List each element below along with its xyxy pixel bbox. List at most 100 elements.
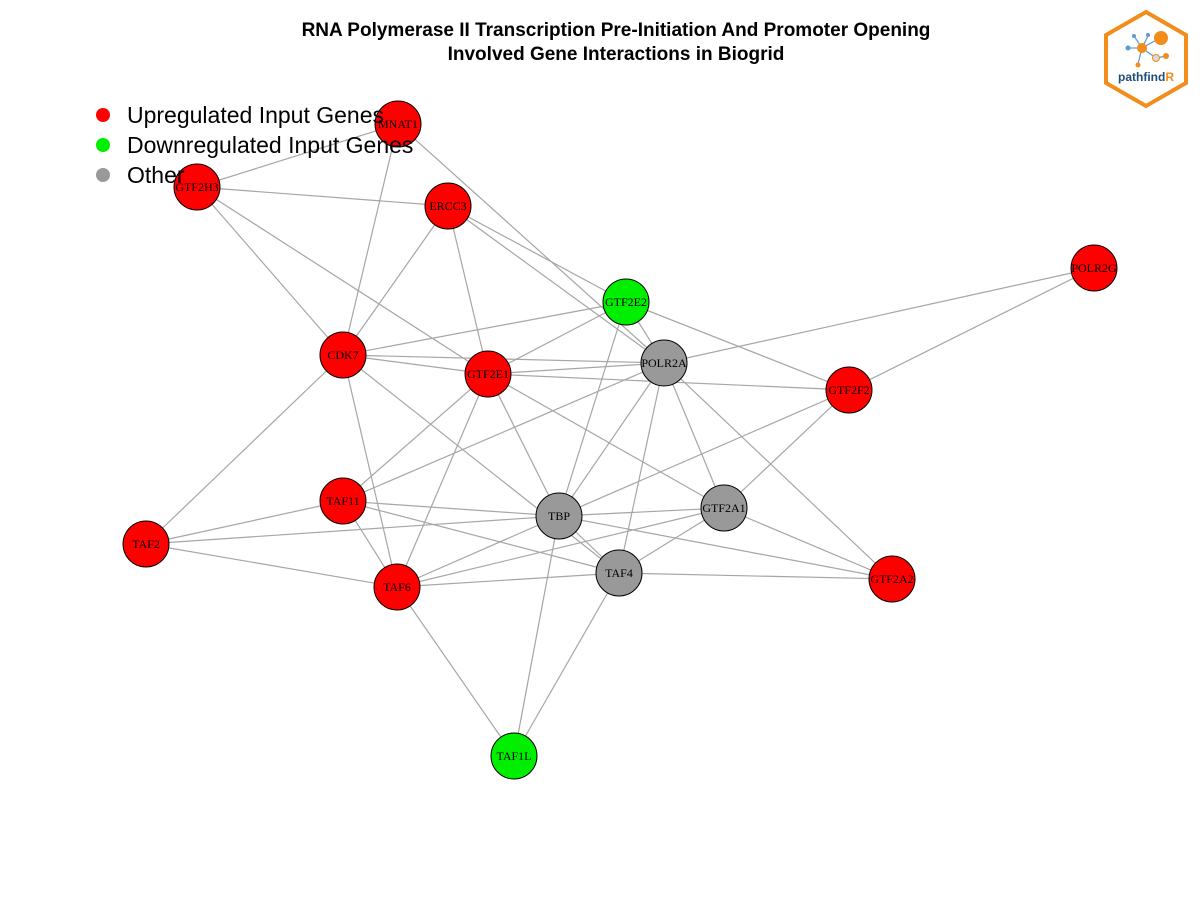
edge-gtf2h3-gtf2e1 [196,186,489,375]
edge-tbp-gtf2a1 [558,507,725,517]
legend-item-upregulated: Upregulated Input Genes [96,100,413,130]
edge-polr2a-taf4 [618,362,665,574]
legend-dot-upregulated [96,108,110,122]
node-circle-polr2a [640,339,688,387]
node-circle-taf11 [319,477,367,525]
edge-gtf2a1-gtf2a2 [723,507,893,580]
edge-ercc3-polr2a [447,205,665,364]
edge-gtf2h3-cdk7 [196,186,344,356]
edge-taf11-taf4 [342,500,620,574]
node-label-gtf2a1: GTF2A1 [702,501,745,515]
edge-taf11-taf2 [145,500,344,545]
network-edges [145,123,1095,757]
node-label-taf11: TAF11 [326,494,359,508]
edge-taf4-gtf2a2 [618,572,893,580]
node-circle-taf1l [490,732,538,780]
legend: Upregulated Input Genes Downregulated In… [96,100,413,190]
node-gtf2e2: GTF2E2 [602,278,650,326]
node-circle-gtf2e2 [602,278,650,326]
edge-polr2g-polr2a [663,267,1095,364]
node-circle-polr2g [1070,244,1118,292]
node-circle-gtf2f2 [825,366,873,414]
edge-polr2g-gtf2f2 [848,267,1095,391]
node-label-gtf2f2: GTF2F2 [828,383,869,397]
edge-ercc3-gtf2e2 [447,205,627,303]
edge-tbp-gtf2a2 [558,515,893,580]
node-ercc3: ERCC3 [424,182,472,230]
edge-taf6-taf4 [396,572,620,588]
legend-dot-other [96,168,110,182]
edge-cdk7-gtf2e1 [342,354,489,375]
node-circle-gtf2a2 [868,555,916,603]
node-label-mnat1: MNAT1 [378,117,418,131]
edge-gtf2h3-ercc3 [196,186,449,207]
edge-cdk7-taf2 [145,354,344,545]
edge-tbp-taf2 [145,515,560,545]
edge-polr2a-gtf2a1 [663,362,725,509]
edge-gtf2e1-taf11 [342,373,489,502]
edge-gtf2f2-tbp [558,389,850,517]
node-label-polr2a: POLR2A [641,356,687,370]
edge-gtf2a1-taf6 [396,507,725,588]
node-label-taf6: TAF6 [383,580,411,594]
legend-label-downregulated: Downregulated Input Genes [127,131,414,158]
node-label-taf1l: TAF1L [496,749,531,763]
edge-polr2a-taf11 [342,362,665,502]
node-label-taf2: TAF2 [132,537,160,551]
node-gtf2f2: GTF2F2 [825,366,873,414]
edge-cdk7-taf4 [342,354,620,574]
node-taf1l: TAF1L [490,732,538,780]
node-tbp: TBP [535,492,583,540]
edge-gtf2e2-gtf2e1 [487,301,627,375]
chart-title-line-1: RNA Polymerase II Transcription Pre-Init… [301,20,931,41]
edge-gtf2e2-gtf2f2 [625,301,850,391]
edge-mnat1-polr2a [397,123,665,364]
node-circle-gtf2a1 [700,484,748,532]
node-circle-mnat1 [374,100,422,148]
chart-title-line-2: Involved Gene Interactions in Biogrid [447,44,785,65]
edge-gtf2e1-tbp [487,373,560,517]
legend-label-upregulated: Upregulated Input Genes [127,101,385,128]
node-circle-gtf2e1 [464,350,512,398]
node-label-gtf2a2: GTF2A2 [870,572,913,586]
edge-tbp-taf1l [513,515,560,757]
edge-gtf2e1-taf6 [396,373,489,588]
node-circle-gtf2h3 [173,163,221,211]
edge-gtf2e1-polr2a [487,362,665,375]
node-gtf2e1: GTF2E1 [464,350,512,398]
node-circle-cdk7 [319,331,367,379]
node-label-tbp: TBP [548,509,570,523]
pathfindr-logo [1104,9,1188,109]
node-gtf2a2: GTF2A2 [868,555,916,603]
edge-mnat1-gtf2h3 [196,123,399,188]
edge-tbp-taf6 [396,515,560,588]
node-circle-taf2 [122,520,170,568]
edge-taf6-taf1l [396,586,515,757]
node-cdk7: CDK7 [319,331,367,379]
node-polr2g: POLR2G [1070,244,1118,292]
node-label-gtf2e1: GTF2E1 [467,367,509,381]
edge-polr2a-gtf2a2 [663,362,893,580]
edge-taf11-tbp [342,500,560,517]
node-label-ercc3: ERCC3 [429,199,466,213]
node-circle-tbp [535,492,583,540]
legend-dot-downregulated [96,138,110,152]
node-label-taf4: TAF4 [605,566,633,580]
edge-mnat1-cdk7 [342,123,399,356]
edge-ercc3-cdk7 [342,205,449,356]
node-circle-ercc3 [424,182,472,230]
node-mnat1: MNAT1 [374,100,422,148]
legend-item-other: Other [96,160,413,190]
node-gtf2a1: GTF2A1 [700,484,748,532]
logo-text-main: pathfind [1118,70,1166,84]
edge-cdk7-taf6 [342,354,398,588]
node-label-gtf2h3: GTF2H3 [175,180,218,194]
edge-gtf2f2-gtf2a1 [723,389,850,509]
node-label-cdk7: CDK7 [327,348,358,362]
node-taf2: TAF2 [122,520,170,568]
edge-gtf2e1-gtf2a1 [487,373,725,509]
node-polr2a: POLR2A [640,339,688,387]
